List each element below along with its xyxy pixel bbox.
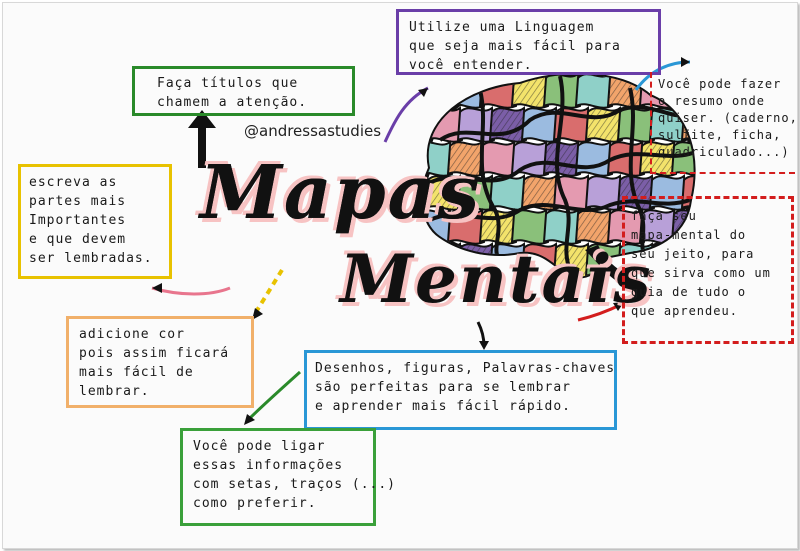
brain-stem — [585, 245, 630, 285]
title-line-2: Mentais — [340, 240, 653, 318]
note-line: são perfeitas para se lembrar — [315, 380, 571, 395]
note-language: Utilize uma Linguagem que seja mais fáci… — [396, 9, 661, 75]
note-line: Faça títulos que — [157, 76, 299, 91]
note-line: como preferir. — [193, 496, 317, 511]
red-arrow — [577, 302, 624, 322]
note-line: escreva as — [29, 175, 118, 190]
note-line: essas informações — [193, 458, 344, 473]
brain-region — [606, 140, 646, 177]
note-line: faça seu — [631, 209, 697, 223]
note-line: mapa-mental do — [631, 228, 747, 242]
brain-region — [510, 208, 550, 245]
note-line: quiser. (caderno, — [658, 111, 798, 125]
note-line: o resumo onde — [658, 94, 765, 108]
note-line: lembrar. — [79, 384, 150, 399]
note-line: ser lembradas. — [29, 251, 153, 266]
note-where-to-write: Você pode fazer o resumo onde quiser. (c… — [650, 72, 798, 174]
note-line: pois assim ficará — [79, 346, 230, 361]
black-up-arrow — [188, 110, 216, 168]
note-connect: Você pode ligar essas informações com se… — [180, 428, 397, 526]
pink-arrow — [151, 283, 231, 296]
note-line: sulfite, ficha, — [658, 128, 782, 142]
title-line-1: Mapas — [200, 150, 482, 236]
dashed-yellow-arrow — [252, 268, 284, 320]
brain-region-hatching — [640, 142, 676, 176]
note-line: seu jeito, para — [631, 247, 755, 261]
note-your-way: faça seu mapa-mental do seu jeito, para … — [622, 196, 794, 344]
note-line: chamem a atenção. — [157, 95, 308, 110]
note-line: adicione cor — [79, 327, 185, 342]
author-handle: @andressastudies — [244, 122, 382, 140]
note-important-parts: escreva as partes mais Importantes e que… — [18, 164, 172, 279]
purple-arrow — [383, 86, 429, 143]
note-line: e aprender mais fácil rápido. — [315, 399, 571, 414]
brain-region-hatching — [554, 244, 590, 277]
brain-region-hatching — [576, 210, 612, 244]
note-line: que aprendeu. — [631, 304, 738, 318]
note-line: Importantes — [29, 213, 127, 228]
note-line: quadriculado...) — [658, 145, 790, 159]
note-line: mais fácil de — [79, 365, 194, 380]
note-add-color: adicione cor pois assim ficará mais fáci… — [66, 316, 254, 408]
note-line: partes mais — [29, 194, 127, 209]
note-line: Desenhos, figuras, Palavras-chaves — [315, 361, 616, 376]
note-line: e que devem — [29, 232, 127, 247]
note-line: guia de tudo o — [631, 285, 747, 299]
note-titles: Faça títulos que chamem a atenção. — [132, 66, 355, 116]
brain-region — [574, 74, 614, 109]
brain-region — [542, 208, 582, 245]
note-line: você entender. — [409, 58, 533, 73]
brain-region-hatching — [448, 142, 484, 176]
green-arrow — [244, 370, 302, 425]
brain-region-hatching — [522, 176, 558, 210]
brain-region-hatching — [426, 176, 462, 210]
note-line: Utilize uma Linguagem — [409, 20, 595, 35]
note-line: que sirva como um — [631, 266, 771, 280]
black-down-arrow — [476, 321, 489, 350]
note-line: com setas, traços (...) — [193, 477, 397, 492]
note-line: Você pode fazer — [658, 77, 782, 91]
note-drawings: Desenhos, figuras, Palavras-chaves são p… — [304, 350, 617, 430]
note-line: que seja mais fácil para — [409, 39, 621, 54]
note-line: Você pode ligar — [193, 439, 326, 454]
